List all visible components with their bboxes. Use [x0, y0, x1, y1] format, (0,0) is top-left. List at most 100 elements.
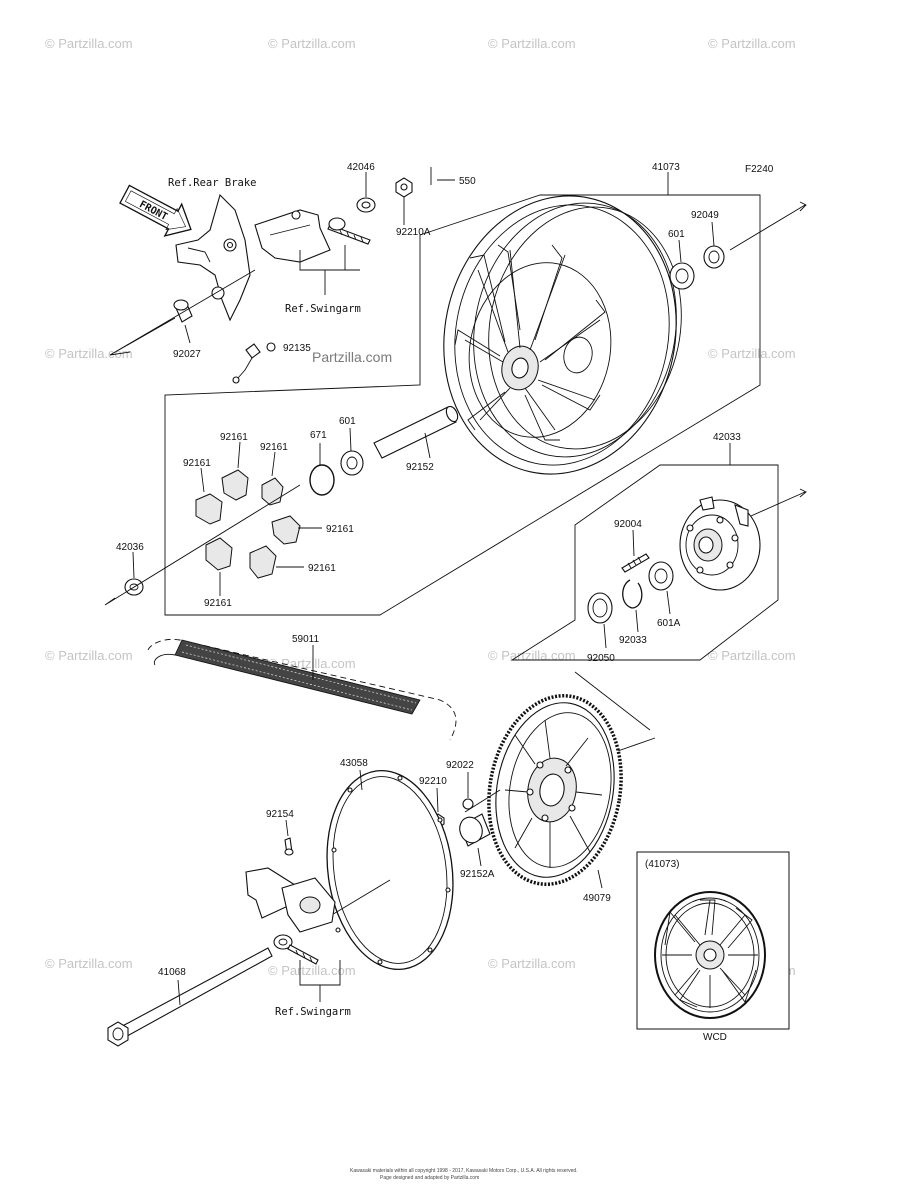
watermark: © Partzilla.com — [708, 346, 796, 361]
label-92161-e: 92161 — [308, 563, 336, 574]
seal-92049 — [703, 245, 725, 269]
label-49079: 49079 — [583, 893, 611, 904]
circle-marker — [266, 342, 276, 352]
bearing-601-top — [669, 262, 695, 290]
label-92161-d: 92161 — [326, 524, 354, 535]
leader — [603, 623, 607, 649]
leader — [635, 609, 639, 633]
label-92050: 92050 — [587, 653, 615, 664]
axis-arrow — [729, 201, 807, 251]
washer-92022 — [462, 798, 474, 810]
leader — [477, 847, 482, 867]
leader — [177, 979, 181, 1006]
watermark: © Partzilla.com — [45, 648, 133, 663]
leader — [132, 551, 135, 579]
axis-arrow — [741, 488, 807, 521]
axis-line — [104, 484, 301, 606]
guide-lines — [574, 671, 656, 753]
label-92027: 92027 — [173, 349, 201, 360]
belt-guard-43058 — [326, 769, 454, 971]
collar-92152 — [373, 405, 459, 459]
collar-92152A — [459, 813, 491, 847]
group-outline-hub — [510, 464, 779, 661]
brake-bracket — [175, 193, 251, 322]
watermark: © Partzilla.com — [268, 36, 356, 51]
label-92022: 92022 — [446, 760, 474, 771]
swingarm-bracket-bottom — [245, 867, 336, 965]
inset-title: (41073) — [645, 859, 679, 870]
label-92135: 92135 — [283, 343, 311, 354]
stud-92004 — [621, 553, 650, 573]
drive-belt-59011 — [147, 638, 457, 741]
watermark-center: Partzilla.com — [312, 349, 392, 365]
ref-swingarm-bottom: Ref.Swingarm — [275, 1006, 351, 1018]
label-92210: 92210 — [419, 776, 447, 787]
leader — [349, 427, 352, 452]
label-671: 671 — [310, 430, 327, 441]
leader — [237, 441, 241, 469]
bearing-601A — [648, 561, 674, 591]
seal-92050 — [587, 592, 613, 624]
watermark: © Partzilla.com — [708, 36, 796, 51]
inset-caption: WCD — [703, 1032, 727, 1043]
label-42046: 42046 — [347, 162, 375, 173]
ref-swingarm-top: Ref.Swingarm — [285, 303, 361, 315]
damper-rubbers — [195, 469, 301, 579]
ref-leader — [299, 960, 341, 1002]
collar-92027 — [173, 299, 193, 323]
label-43058: 43058 — [340, 758, 368, 769]
footer-line1: Kawasaki materials within all copyright … — [350, 1168, 578, 1174]
leader — [666, 590, 671, 615]
ref-rear-brake: Ref.Rear Brake — [168, 177, 257, 189]
label-92161-b: 92161 — [260, 442, 288, 453]
leader — [271, 451, 276, 477]
rear-pulley-49079 — [487, 694, 623, 886]
footer-line2: Page designed and adapted by Partzilla.c… — [380, 1175, 479, 1181]
label-92161-c: 92161 — [183, 458, 211, 469]
bolt-92154 — [284, 837, 294, 856]
label-92210A: 92210A — [396, 227, 431, 238]
label-42036: 42036 — [116, 542, 144, 553]
nut-hole — [400, 183, 408, 191]
label-601A: 601A — [657, 618, 681, 629]
label-601-top: 601 — [668, 229, 685, 240]
leader — [632, 529, 635, 557]
label-41073: 41073 — [652, 162, 680, 173]
inset-box: (41073) WCD — [636, 851, 790, 1043]
sprocket-hub — [679, 496, 761, 591]
label-59011: 59011 — [292, 634, 320, 645]
leader — [436, 787, 439, 813]
watermark: © Partzilla.com — [708, 648, 796, 663]
leader — [285, 819, 289, 837]
label-92161-a: 92161 — [220, 432, 248, 443]
label-92152A: 92152A — [460, 869, 495, 880]
label-92154: 92154 — [266, 809, 294, 820]
axle-41068 — [107, 947, 273, 1047]
washer-hole — [361, 201, 371, 209]
leader — [359, 769, 363, 791]
group-outline-wheel — [164, 194, 761, 616]
label-41068: 41068 — [158, 967, 186, 978]
watermark: © Partzilla.com — [268, 963, 356, 978]
axis-line — [109, 269, 256, 356]
watermark: © Partzilla.com — [488, 956, 576, 971]
watermark: © Partzilla.com — [45, 956, 133, 971]
watermark: © Partzilla.com — [488, 648, 576, 663]
rear-wheel — [443, 195, 682, 475]
label-92161-f: 92161 — [204, 598, 232, 609]
diagram-code: F2240 — [745, 164, 774, 175]
label-92049: 92049 — [691, 210, 719, 221]
o-ring-671 — [309, 464, 335, 496]
swingarm-bracket-top — [254, 209, 371, 263]
leader — [711, 221, 715, 247]
watermark: © Partzilla.com — [45, 346, 133, 361]
watermark: © Partzilla.com — [488, 36, 576, 51]
label-92033: 92033 — [619, 635, 647, 646]
label-601-mid: 601 — [339, 416, 356, 427]
bearing-601-mid — [340, 450, 364, 476]
bolt-92135 — [232, 343, 261, 384]
leader — [200, 467, 205, 493]
label-92152: 92152 — [406, 462, 434, 473]
leader — [597, 869, 603, 889]
